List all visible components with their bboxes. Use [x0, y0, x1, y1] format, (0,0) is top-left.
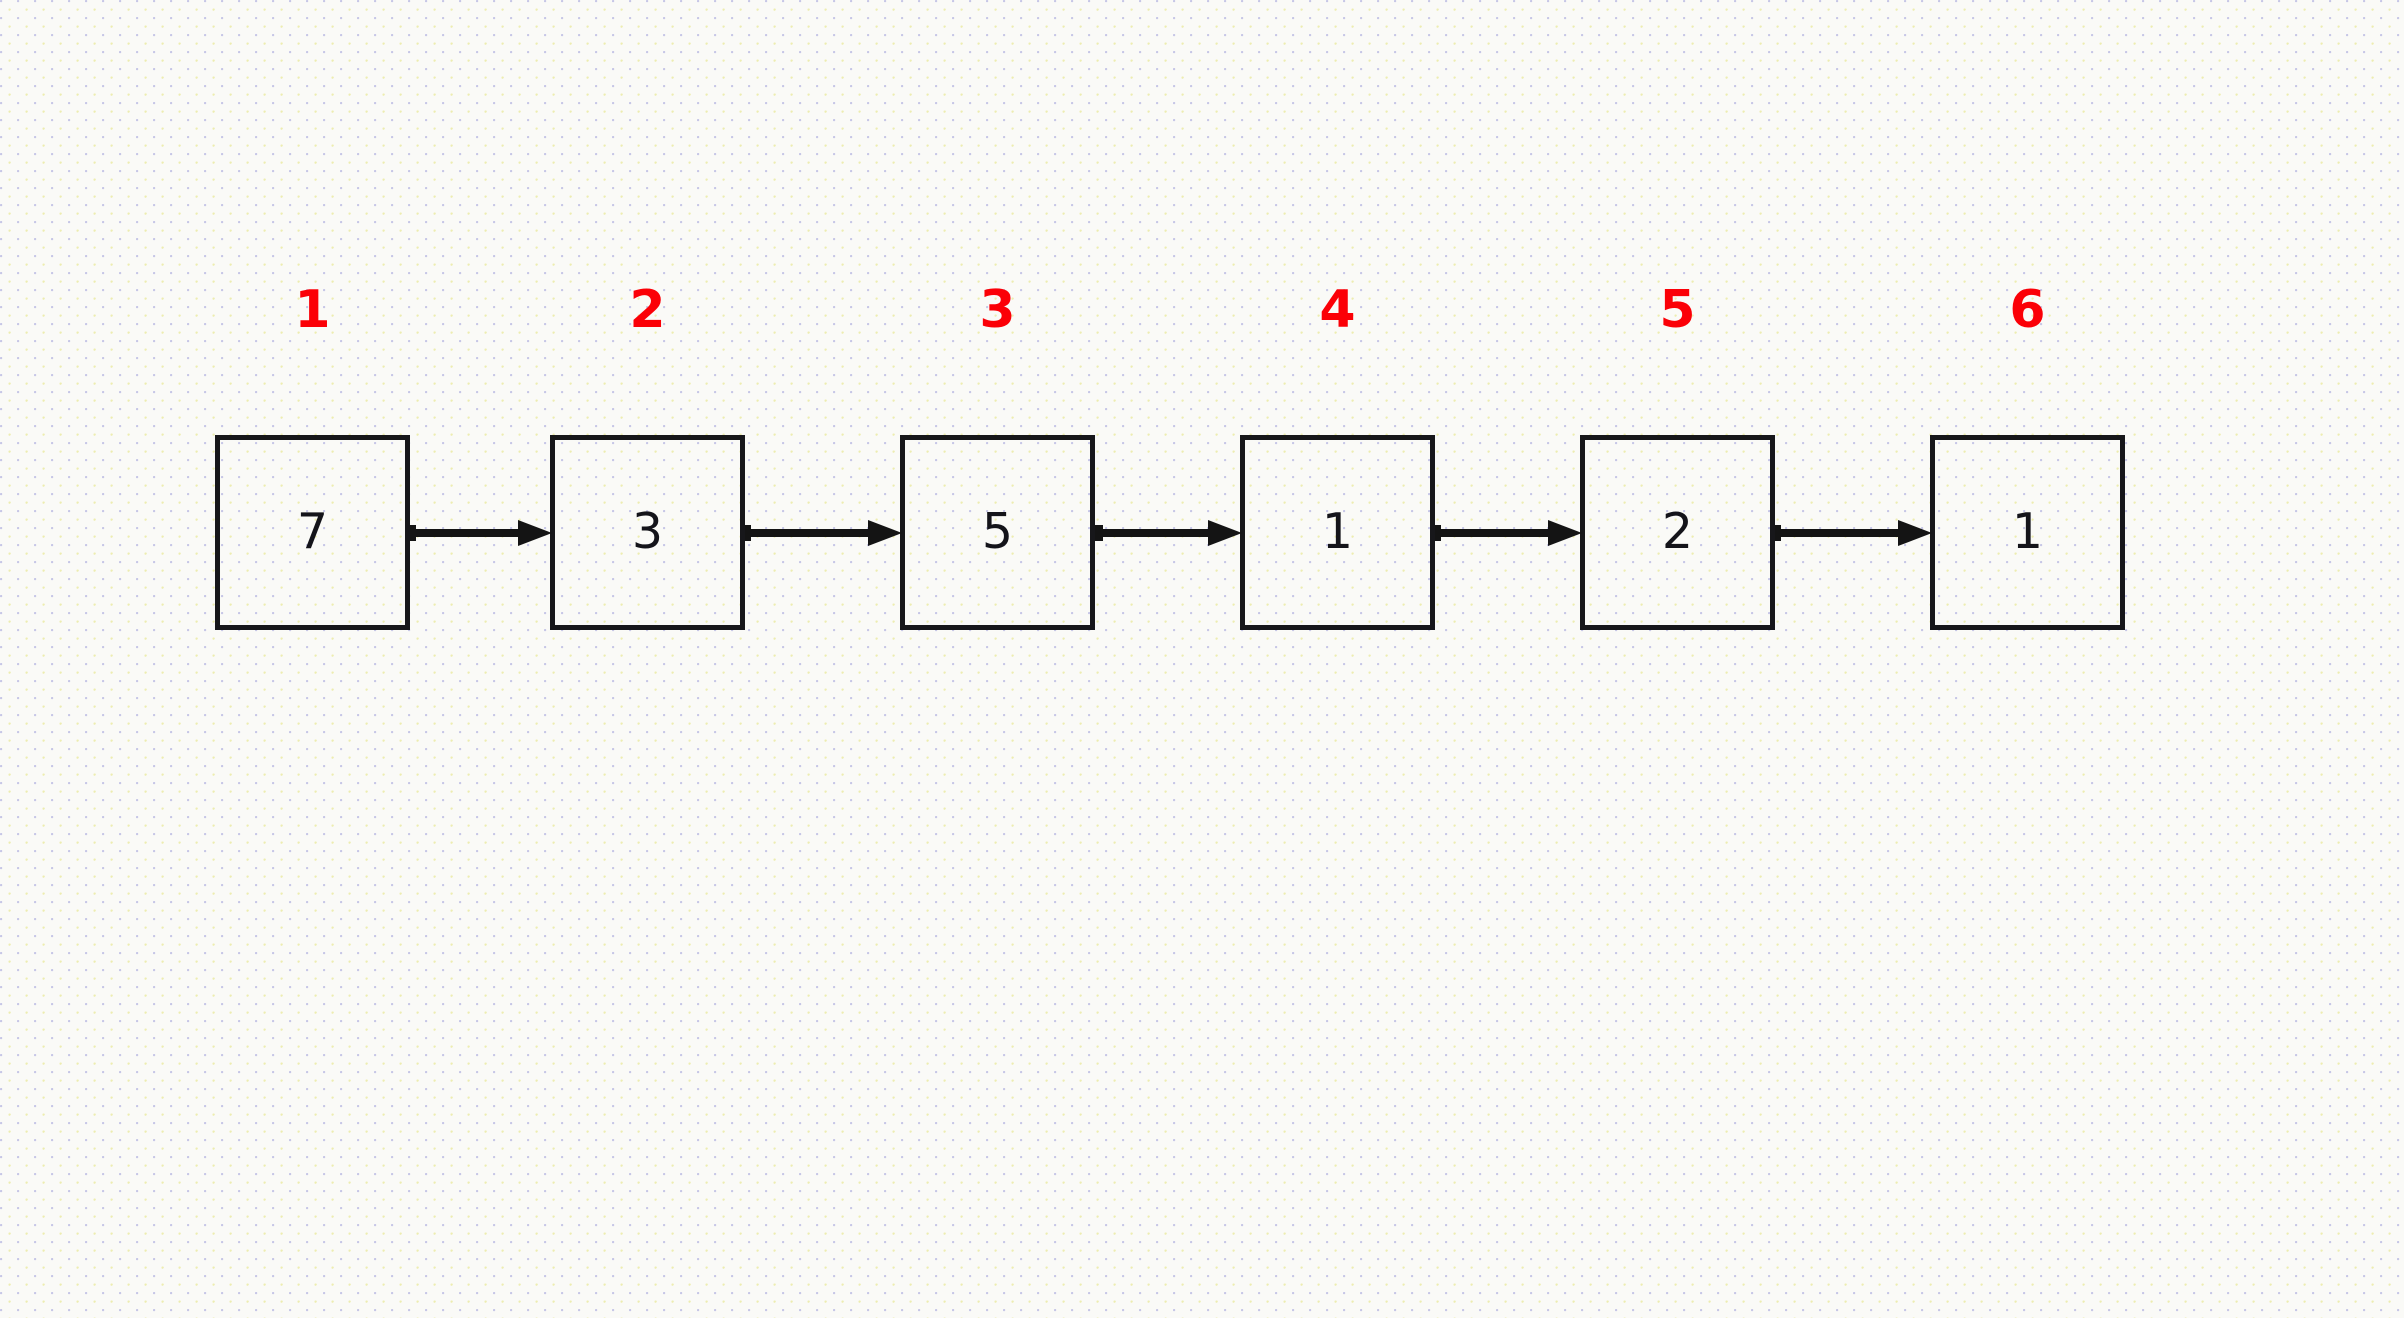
node-index-label-2: 2 [629, 280, 666, 340]
arrow-node4-to-node5 [1435, 510, 1582, 556]
node-box-2: 3 [550, 435, 745, 630]
arrow-node2-to-node3 [745, 510, 902, 556]
arrow-icon [745, 520, 902, 546]
node-value-2: 3 [631, 503, 664, 560]
node-index-label-3: 3 [979, 280, 1016, 340]
node-box-3: 5 [900, 435, 1095, 630]
arrow-node3-to-node4 [1095, 510, 1242, 556]
node-value-6: 1 [2011, 503, 2044, 560]
node-value-5: 2 [1661, 503, 1694, 560]
arrow-node5-to-node6 [1775, 510, 1932, 556]
node-index-label-5: 5 [1659, 280, 1696, 340]
node-value-1: 7 [296, 503, 329, 560]
arrow-node1-to-node2 [410, 510, 552, 556]
node-box-4: 1 [1240, 435, 1435, 630]
arrow-icon [1775, 520, 1932, 546]
node-box-6: 1 [1930, 435, 2125, 630]
arrow-icon [1435, 520, 1582, 546]
node-value-4: 1 [1321, 503, 1354, 560]
node-index-label-6: 6 [2009, 280, 2046, 340]
node-index-label-1: 1 [294, 280, 331, 340]
arrow-icon [410, 520, 552, 546]
node-box-5: 2 [1580, 435, 1775, 630]
node-box-1: 7 [215, 435, 410, 630]
node-index-label-4: 4 [1319, 280, 1356, 340]
arrow-icon [1095, 520, 1242, 546]
node-value-3: 5 [981, 503, 1014, 560]
